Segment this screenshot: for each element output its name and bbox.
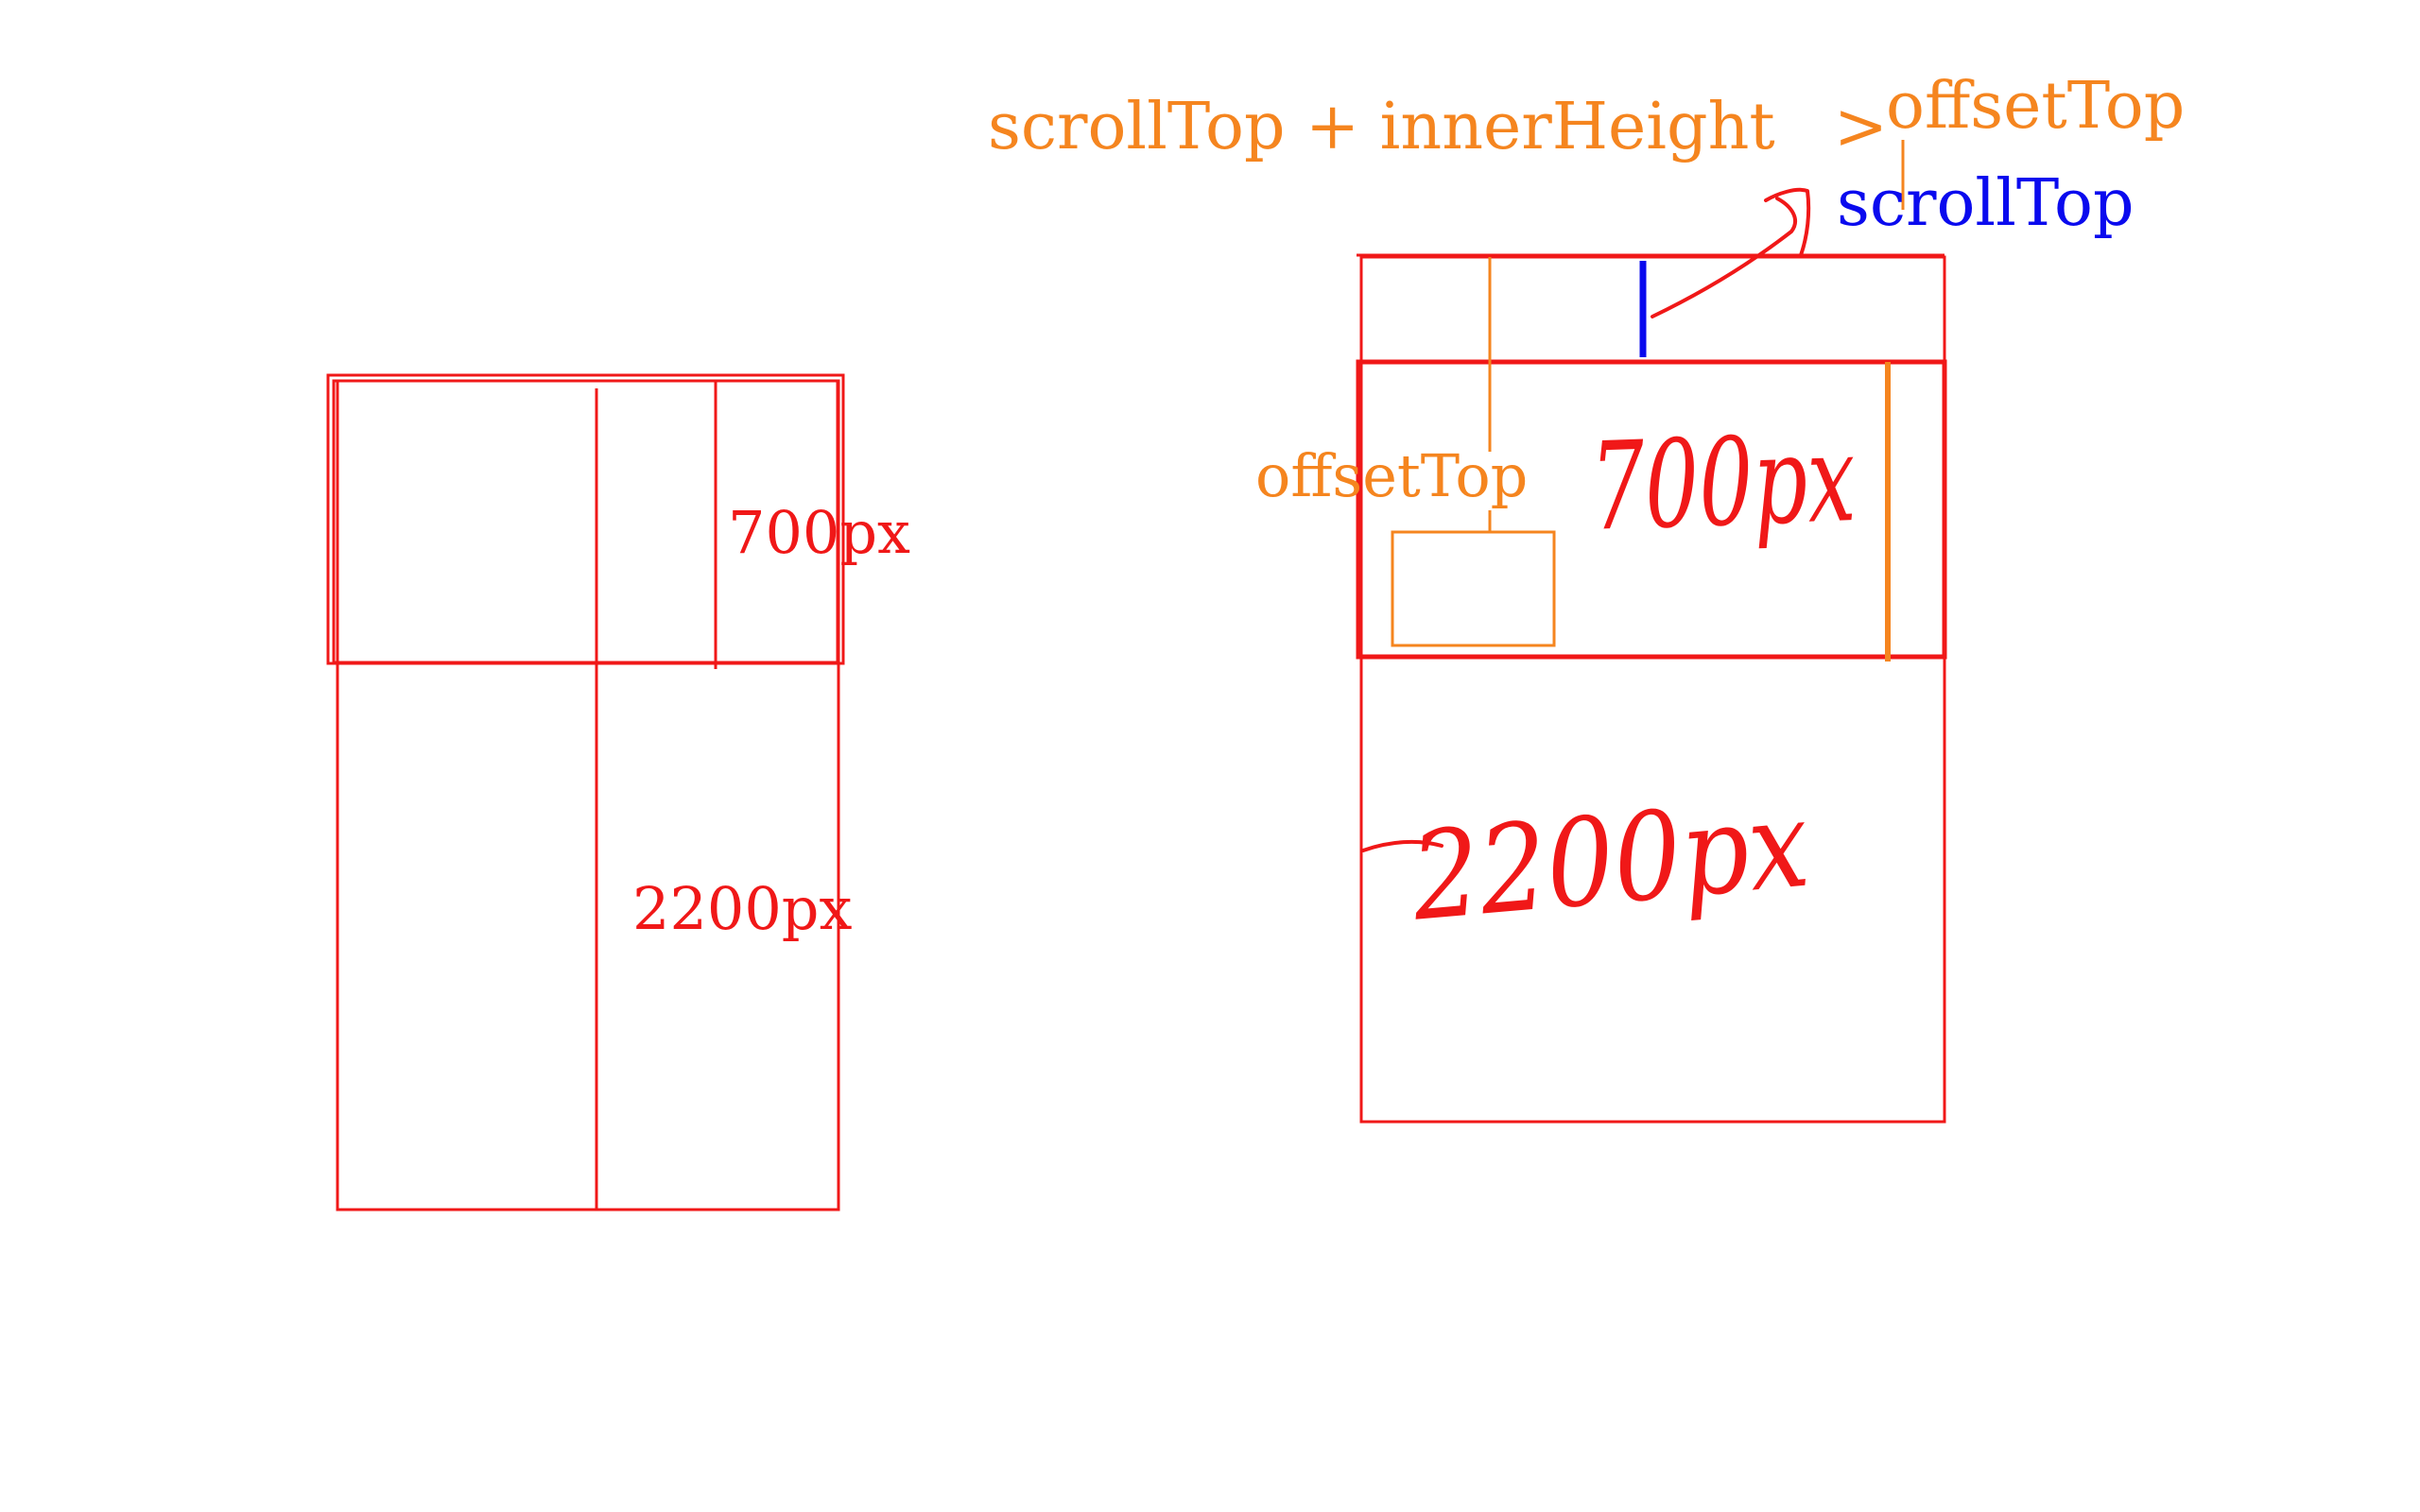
handwritten-document-height: 2200px — [1361, 774, 1814, 949]
svg-text:700px: 700px — [1588, 408, 1858, 558]
handwritten-viewport-height: 700px — [1588, 408, 1858, 558]
left-document-height-label: 2200px — [632, 874, 852, 943]
left-viewport-box-inner — [332, 379, 839, 664]
scroll-top-label: scrollTop — [1837, 166, 2134, 241]
right-document-box — [1359, 255, 1946, 1124]
left-diagram — [326, 373, 845, 1211]
left-viewport-height-label: 700px — [728, 498, 910, 567]
right-viewport-box — [1356, 359, 1947, 660]
condition-left-expression: scrollTop + innerHeight — [988, 90, 1775, 164]
svg-text:2200px: 2200px — [1406, 774, 1814, 949]
offset-top-label: offsetTop — [1255, 441, 1528, 510]
target-element-box — [1391, 530, 1556, 647]
condition-operator: > — [1834, 90, 1888, 164]
condition-right-offset-top: offsetTop — [1886, 69, 2185, 144]
scroll-top-arrow — [1651, 187, 1811, 318]
right-diagram — [1356, 253, 1947, 1124]
